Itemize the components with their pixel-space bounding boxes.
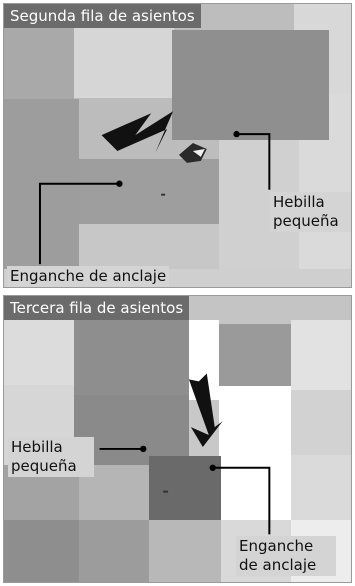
seat-backdrop-tile [219,386,291,456]
leader-dot-small-buckle [233,130,240,138]
seat-backdrop-tile [79,159,219,224]
seat-backdrop-tile [79,520,149,582]
anchor-latch-mark [161,193,166,196]
leader-dot-small-buckle [140,445,147,453]
leader-line-anchor-latch [38,182,120,265]
panel-title: Segunda fila de asientos [4,4,201,28]
second-row-illustration: Segunda fila de asientos Hebilla pequeña… [3,3,352,288]
seat-backdrop-tile [219,324,291,386]
panel-title: Tercera fila de asientos [4,296,190,320]
seat-backdrop-tile [221,456,291,520]
small-buckle-label: Hebilla pequeña [8,437,94,477]
callout-lines [99,373,271,535]
small-buckle-shape [178,143,207,163]
seat-backdrop-tile [74,320,189,395]
leader-line-anchor-latch [212,466,271,535]
seat-backdrop-tile [149,520,221,582]
seat-backdrop-tile [291,320,351,390]
seat-backdrop-tile [291,390,351,455]
leader-dot-anchor-latch [209,464,216,471]
seat-backdrop-tile [149,456,221,520]
leader-dot-anchor-latch [116,180,123,187]
anchor-latch-label: Enganche de anclaje [236,536,336,576]
callout-lines [38,111,271,265]
seat-backdrop-tile [79,224,219,269]
direction-arrow [188,373,223,447]
small-buckle-label: Hebilla pequeña [270,192,351,232]
seat-backdrop-tile [4,520,79,582]
direction-arrow [101,111,174,153]
leader-line-small-buckle [236,133,271,190]
seat-backdrop-tile [4,320,74,385]
seat-backdrop-tile [74,28,174,98]
small-buckle-mark [163,490,169,493]
anchor-latch-label: Enganche de anclaje [7,266,170,287]
third-row-illustration: Tercera fila de asientos Hebilla pequeña… [3,295,352,583]
seat-cushion-block [172,30,329,140]
seat-backdrop-tile [291,455,351,520]
